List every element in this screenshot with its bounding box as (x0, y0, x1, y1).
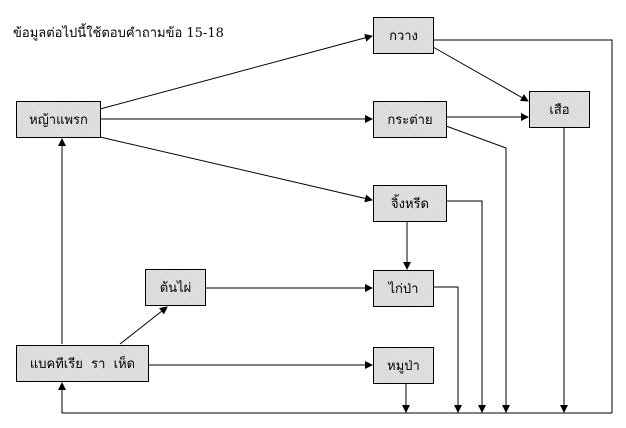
node-tiger: เสือ (529, 91, 590, 128)
node-cricket: จิ้งหรีด (373, 185, 447, 222)
node-bamboo: ต้นไผ่ (145, 269, 206, 306)
edge-grass-deer (99, 33, 373, 110)
diagram-heading: ข้อมูลต่อไปนี้ใช้ตอบคำถามข้อ 15-18 (13, 26, 224, 41)
node-grass: หญ้าแพรก (16, 101, 101, 138)
node-rabbit: กระต่าย (373, 101, 447, 138)
edge-deer-tiger (432, 46, 529, 102)
edge-junglefowl-down (433, 286, 462, 413)
node-decomposers: แบคทีเรีย รา เห็ด (16, 345, 149, 382)
edge-rabbit-down (445, 125, 510, 413)
node-boar: หมูป่า (373, 347, 434, 384)
node-deer: กวาง (373, 17, 434, 54)
edge-return-decomposers (58, 382, 612, 414)
node-junglefowl: ไก่ป่า (373, 270, 434, 307)
edge-decomposers-bamboo (119, 306, 168, 345)
edge-grass-cricket (99, 136, 373, 203)
edge-deer-return (433, 39, 613, 413)
edge-cricket-down (446, 200, 486, 413)
